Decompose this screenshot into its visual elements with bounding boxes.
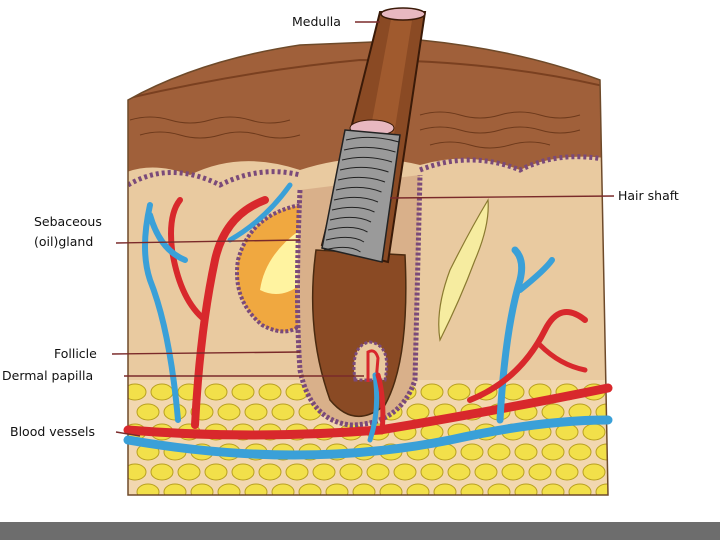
fat-cell xyxy=(128,463,147,481)
fat-cell xyxy=(339,463,363,481)
fat-cell xyxy=(217,483,241,495)
fat-cell xyxy=(568,443,592,461)
label-sebaceous-line1: Sebaceous xyxy=(34,214,102,229)
fat-cell xyxy=(352,483,376,495)
fat-cell xyxy=(420,383,444,401)
cuticle-scale xyxy=(323,246,361,253)
fat-cell xyxy=(393,463,417,481)
fat-cell xyxy=(163,483,187,495)
fat-cell xyxy=(244,403,268,421)
fat-cell xyxy=(285,463,309,481)
fat-cell xyxy=(582,423,606,441)
fat-cell xyxy=(406,403,430,421)
hair-shaft-leader xyxy=(389,195,615,199)
fat-cell xyxy=(258,463,282,481)
vein-left xyxy=(147,212,188,263)
fat-cell xyxy=(271,483,295,495)
cuticle-scale xyxy=(337,176,386,183)
fat-cell xyxy=(555,463,579,481)
fat-cell xyxy=(204,383,228,401)
cuticle-scale xyxy=(325,236,365,243)
fat-cell xyxy=(406,483,430,495)
fat-cell xyxy=(150,463,174,481)
fat-cell xyxy=(501,463,525,481)
cuticle-scale xyxy=(329,216,372,223)
fat-cell xyxy=(582,463,606,481)
fat-cell xyxy=(298,483,322,495)
fat-cell xyxy=(204,463,228,481)
vein-lower xyxy=(123,415,613,460)
cuticle-scale xyxy=(333,196,379,203)
cuticle-scale xyxy=(331,206,375,213)
follicle-leader xyxy=(111,351,301,355)
fat-cell xyxy=(487,483,511,495)
fat-cell xyxy=(217,403,241,421)
cuticle-scale xyxy=(339,166,389,173)
fat-cell xyxy=(487,443,511,461)
fat-cell xyxy=(460,483,484,495)
medulla-core xyxy=(380,7,426,21)
fat-cell xyxy=(420,463,444,481)
hair-bulb xyxy=(311,249,407,418)
fat-cell xyxy=(128,383,147,401)
fat-cell xyxy=(312,463,336,481)
fat-cell xyxy=(460,443,484,461)
cuticle-scale xyxy=(335,186,382,193)
fat-cell xyxy=(136,483,160,495)
fat-cell xyxy=(325,483,349,495)
footer-bar xyxy=(0,522,720,540)
basement-membrane xyxy=(128,154,608,188)
cuticle-scale xyxy=(327,226,368,233)
fat-cell xyxy=(541,443,565,461)
fat-cell xyxy=(190,483,214,495)
fat-cell xyxy=(514,483,538,495)
fat-cell xyxy=(514,443,538,461)
label-blood-vessels: Blood vessels xyxy=(10,424,95,439)
fat-cell xyxy=(244,483,268,495)
dermal-papilla xyxy=(352,340,389,382)
epidermis-texture xyxy=(129,111,581,149)
label-dermal-papilla: Dermal papilla xyxy=(2,368,93,383)
fat-cell xyxy=(541,403,565,421)
fat-cell xyxy=(541,483,565,495)
label-follicle: Follicle xyxy=(54,346,97,361)
fat-cell xyxy=(136,403,160,421)
fat-cell xyxy=(595,483,608,495)
fat-cell xyxy=(177,463,201,481)
fat-cell xyxy=(447,463,471,481)
fat-cell xyxy=(568,483,592,495)
cuticle-scales xyxy=(323,136,400,253)
fat-cell xyxy=(447,383,471,401)
artery-right xyxy=(467,309,588,403)
cuticle-scale xyxy=(345,136,400,143)
label-hair-shaft: Hair shaft xyxy=(618,188,679,203)
sebaceous-leader xyxy=(115,239,301,244)
fat-cell xyxy=(528,463,552,481)
fat-cell xyxy=(379,483,403,495)
fat-cell xyxy=(366,463,390,481)
label-sebaceous-line2: (oil)gland xyxy=(34,234,93,249)
fat-cell xyxy=(271,403,295,421)
cuticle-scale xyxy=(343,146,396,153)
fat-cell xyxy=(150,383,174,401)
cuticle-scale xyxy=(341,156,393,163)
fat-cell xyxy=(231,383,255,401)
fat-cell xyxy=(258,383,282,401)
label-medulla: Medulla xyxy=(292,14,341,29)
fat-cell xyxy=(231,463,255,481)
fat-cell xyxy=(474,463,498,481)
fat-cell xyxy=(433,483,457,495)
blood-vessels-leader xyxy=(115,431,141,437)
hair-cuticle xyxy=(321,129,401,263)
gland-secretion xyxy=(260,230,300,294)
arrector-pili-muscle xyxy=(438,198,489,342)
